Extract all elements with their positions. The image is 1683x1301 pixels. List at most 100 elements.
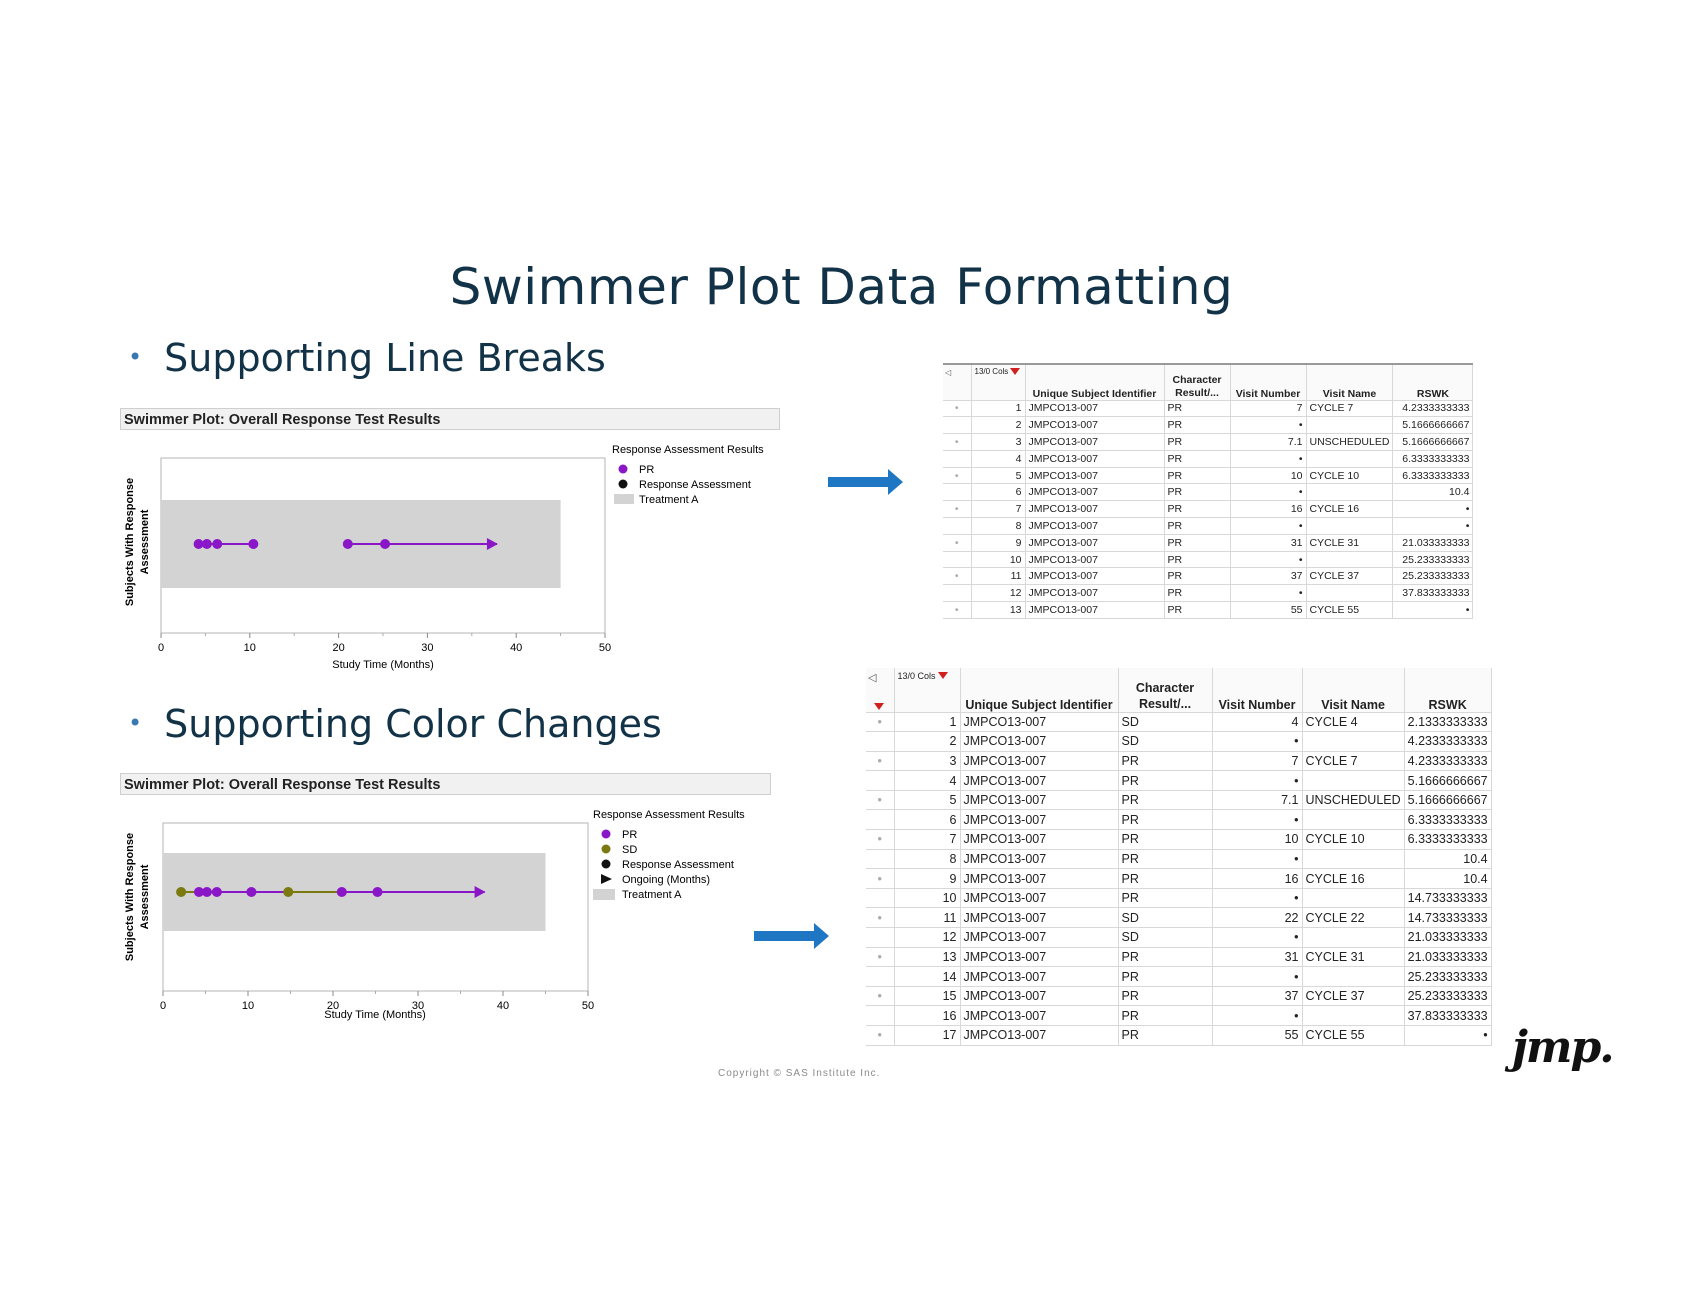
cell-visit-name[interactable] xyxy=(1306,416,1394,435)
cell-character-result[interactable]: PR xyxy=(1164,601,1231,619)
table-corner-cols[interactable]: 13/0 Cols xyxy=(894,668,961,713)
cell-subject-id[interactable]: JMPCO13-007 xyxy=(1025,517,1165,535)
cell-subject-id[interactable]: JMPCO13-007 xyxy=(960,751,1119,772)
cell-visit-number[interactable]: • xyxy=(1212,809,1303,831)
cell-rswk[interactable]: 5.1666666667 xyxy=(1404,790,1492,811)
column-header-visit-number[interactable]: Visit Number xyxy=(1230,364,1307,401)
column-header-rswk[interactable]: RSWK xyxy=(1392,364,1474,401)
cell-rswk[interactable]: 4.2333333333 xyxy=(1392,400,1474,418)
cell-rswk[interactable]: 4.2333333333 xyxy=(1404,751,1492,772)
cell-character-result[interactable]: PR xyxy=(1164,567,1231,586)
column-header-character-result[interactable]: Character Result/... xyxy=(1118,668,1213,713)
cell-subject-id[interactable]: JMPCO13-007 xyxy=(960,770,1119,791)
row-state-icon[interactable]: • xyxy=(866,947,895,968)
cell-character-result[interactable]: SD xyxy=(1118,712,1213,733)
cell-visit-number[interactable]: • xyxy=(1212,927,1303,948)
cell-visit-number[interactable]: 55 xyxy=(1230,601,1307,619)
row-state-icon[interactable] xyxy=(866,966,895,987)
red-dropdown-icon[interactable] xyxy=(1010,367,1021,375)
cell-visit-name[interactable] xyxy=(1302,927,1405,948)
row-number[interactable]: 3 xyxy=(894,751,961,772)
cell-rswk[interactable]: 4.2333333333 xyxy=(1404,731,1492,752)
row-number[interactable]: 12 xyxy=(894,927,961,948)
row-number[interactable]: 5 xyxy=(971,467,1026,485)
row-state-icon[interactable] xyxy=(866,809,895,831)
cell-subject-id[interactable]: JMPCO13-007 xyxy=(1025,400,1165,418)
row-number[interactable]: 4 xyxy=(894,770,961,791)
cell-visit-number[interactable]: • xyxy=(1230,450,1307,468)
cell-character-result[interactable]: PR xyxy=(1118,809,1213,831)
row-state-icon[interactable]: • xyxy=(943,500,972,519)
cell-character-result[interactable]: PR xyxy=(1118,1005,1213,1026)
cell-visit-number[interactable]: 16 xyxy=(1230,500,1307,519)
cell-character-result[interactable]: PR xyxy=(1164,450,1231,468)
cell-visit-number[interactable]: • xyxy=(1230,416,1307,435)
row-state-icon[interactable] xyxy=(866,1005,895,1026)
row-state-icon[interactable]: • xyxy=(943,433,972,451)
cell-rswk[interactable]: 5.1666666667 xyxy=(1404,770,1492,791)
row-number[interactable]: 5 xyxy=(894,790,961,811)
cell-visit-name[interactable]: CYCLE 16 xyxy=(1306,500,1394,519)
cell-visit-name[interactable]: UNSCHEDULED xyxy=(1302,790,1405,811)
cell-subject-id[interactable]: JMPCO13-007 xyxy=(1025,416,1165,435)
cell-character-result[interactable]: PR xyxy=(1118,751,1213,772)
cell-rswk[interactable]: 5.1666666667 xyxy=(1392,416,1474,435)
cell-rswk[interactable]: 21.033333333 xyxy=(1404,927,1492,948)
cell-character-result[interactable]: PR xyxy=(1164,467,1231,485)
cell-subject-id[interactable]: JMPCO13-007 xyxy=(960,809,1119,831)
cell-visit-number[interactable]: • xyxy=(1212,888,1303,909)
red-dropdown-icon[interactable] xyxy=(937,672,948,680)
row-state-icon[interactable] xyxy=(866,849,895,870)
cell-rswk[interactable]: 2.1333333333 xyxy=(1404,712,1492,733)
cell-character-result[interactable]: PR xyxy=(1164,400,1231,418)
cell-subject-id[interactable]: JMPCO13-007 xyxy=(960,986,1119,1007)
cell-rswk[interactable]: 10.4 xyxy=(1404,868,1492,889)
cell-character-result[interactable]: PR xyxy=(1164,584,1231,603)
cell-visit-number[interactable]: 7.1 xyxy=(1212,790,1303,811)
row-state-icon[interactable] xyxy=(943,483,972,502)
cell-character-result[interactable]: PR xyxy=(1118,986,1213,1007)
cell-subject-id[interactable]: JMPCO13-007 xyxy=(1025,584,1165,603)
row-number[interactable]: 2 xyxy=(971,416,1026,435)
row-state-icon[interactable]: • xyxy=(866,907,895,929)
cell-subject-id[interactable]: JMPCO13-007 xyxy=(960,966,1119,987)
cell-character-result[interactable]: SD xyxy=(1118,907,1213,929)
row-state-icon[interactable]: • xyxy=(866,829,895,850)
cell-visit-name[interactable]: CYCLE 31 xyxy=(1302,947,1405,968)
cell-visit-name[interactable] xyxy=(1302,1005,1405,1026)
cell-visit-number[interactable]: • xyxy=(1230,517,1307,535)
row-state-icon[interactable]: • xyxy=(866,986,895,1007)
cell-visit-number[interactable]: 4 xyxy=(1212,712,1303,733)
cell-subject-id[interactable]: JMPCO13-007 xyxy=(1025,567,1165,586)
cell-visit-number[interactable]: 31 xyxy=(1212,947,1303,968)
row-number[interactable]: 8 xyxy=(894,849,961,870)
cell-subject-id[interactable]: JMPCO13-007 xyxy=(1025,483,1165,502)
cell-subject-id[interactable]: JMPCO13-007 xyxy=(960,888,1119,909)
cell-visit-name[interactable]: CYCLE 10 xyxy=(1302,829,1405,850)
cell-visit-number[interactable]: 55 xyxy=(1212,1025,1303,1046)
table-corner[interactable]: ◁ xyxy=(866,668,895,713)
cell-subject-id[interactable]: JMPCO13-007 xyxy=(960,1025,1119,1046)
cell-visit-name[interactable]: CYCLE 10 xyxy=(1306,467,1394,485)
column-header-subject-id[interactable]: Unique Subject Identifier xyxy=(960,668,1119,713)
cell-character-result[interactable]: PR xyxy=(1118,829,1213,850)
cell-character-result[interactable]: PR xyxy=(1118,868,1213,889)
corner-left-arrow-icon[interactable]: ◁ xyxy=(868,672,877,684)
cell-visit-number[interactable]: • xyxy=(1212,731,1303,752)
cell-rswk[interactable]: • xyxy=(1392,601,1474,619)
column-header-visit-name[interactable]: Visit Name xyxy=(1306,364,1394,401)
cell-rswk[interactable]: • xyxy=(1404,1025,1492,1046)
cell-visit-number[interactable]: 22 xyxy=(1212,907,1303,929)
data-table-line-breaks[interactable]: ◁ 13/0 Cols Unique Subject Identifier Ch… xyxy=(943,363,1474,619)
row-number[interactable]: 9 xyxy=(971,534,1026,552)
row-state-icon[interactable]: • xyxy=(943,601,972,619)
